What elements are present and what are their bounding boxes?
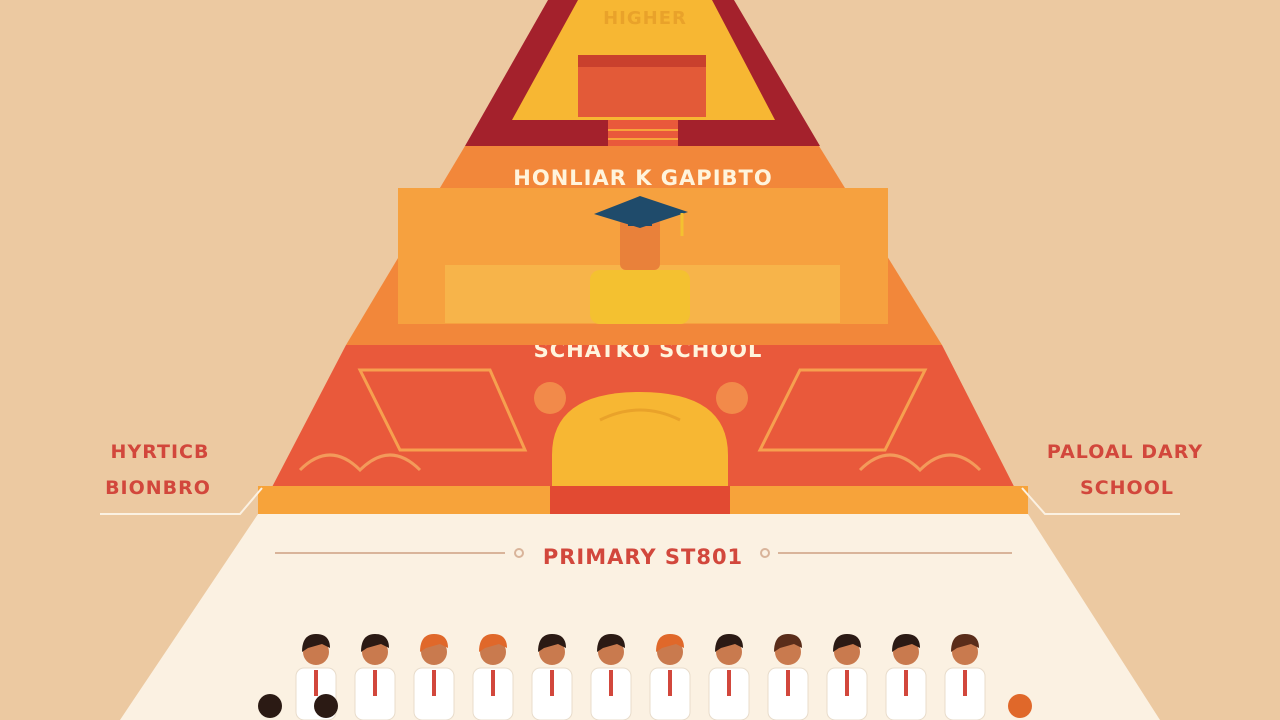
right-label-line2: SCHOOL: [1080, 477, 1174, 499]
ornament-swirl-right: [858, 453, 982, 473]
top-tier-steps: [608, 120, 678, 146]
right-label-line1: PALOAL DARY: [1047, 441, 1203, 463]
primary-divider-dot-right: [760, 548, 770, 558]
student-figure: [826, 634, 868, 720]
arch-icon: [552, 392, 728, 486]
ornament-flower-right: [716, 382, 748, 414]
higher-tier-label: HONLIAR K GAPIBTO: [513, 166, 772, 190]
ornament-swirl-left: [298, 453, 422, 473]
tier-secondary: SCHATKO SCHOOL: [258, 338, 1028, 514]
student-figure: [472, 634, 514, 720]
right-label-leader: [1021, 487, 1180, 515]
student-figure: [531, 634, 573, 720]
left-label-leader: [100, 487, 263, 515]
graduate-icon: [590, 196, 690, 324]
tier-higher: HONLIAR K GAPIBTO: [346, 146, 942, 345]
student-figure: [413, 634, 455, 720]
student-figure: [649, 634, 691, 720]
student-figure: [767, 634, 809, 720]
student-head-front: [1008, 694, 1032, 718]
primary-divider-dot-left: [514, 548, 524, 558]
tier-top: HIGHER: [465, 0, 820, 146]
student-head-front: [314, 694, 338, 718]
student-head-front: [258, 694, 282, 718]
student-figure: [354, 634, 396, 720]
ornament-flower-left: [534, 382, 566, 414]
students-icon: [258, 634, 1032, 720]
ornament-left-frame: [357, 368, 528, 452]
student-figure: [944, 634, 986, 720]
left-label-line2: BIONBRO: [105, 477, 211, 499]
arch-detail: [599, 408, 681, 422]
secondary-ledge-center: [550, 486, 730, 514]
podium-top: [578, 55, 706, 67]
side-label-right: PALOAL DARY SCHOOL: [1021, 441, 1203, 515]
student-figure: [708, 634, 750, 720]
left-label-line1: HYRTICB: [111, 441, 210, 463]
student-figure: [590, 634, 632, 720]
student-figure: [885, 634, 927, 720]
side-label-left: HYRTICB BIONBRO: [100, 441, 263, 515]
ornament-right-frame: [757, 368, 928, 452]
top-tier-label: HIGHER: [603, 8, 687, 29]
tier-primary: PRIMARY ST801: [120, 514, 1160, 720]
primary-tier-label: PRIMARY ST801: [543, 545, 743, 569]
